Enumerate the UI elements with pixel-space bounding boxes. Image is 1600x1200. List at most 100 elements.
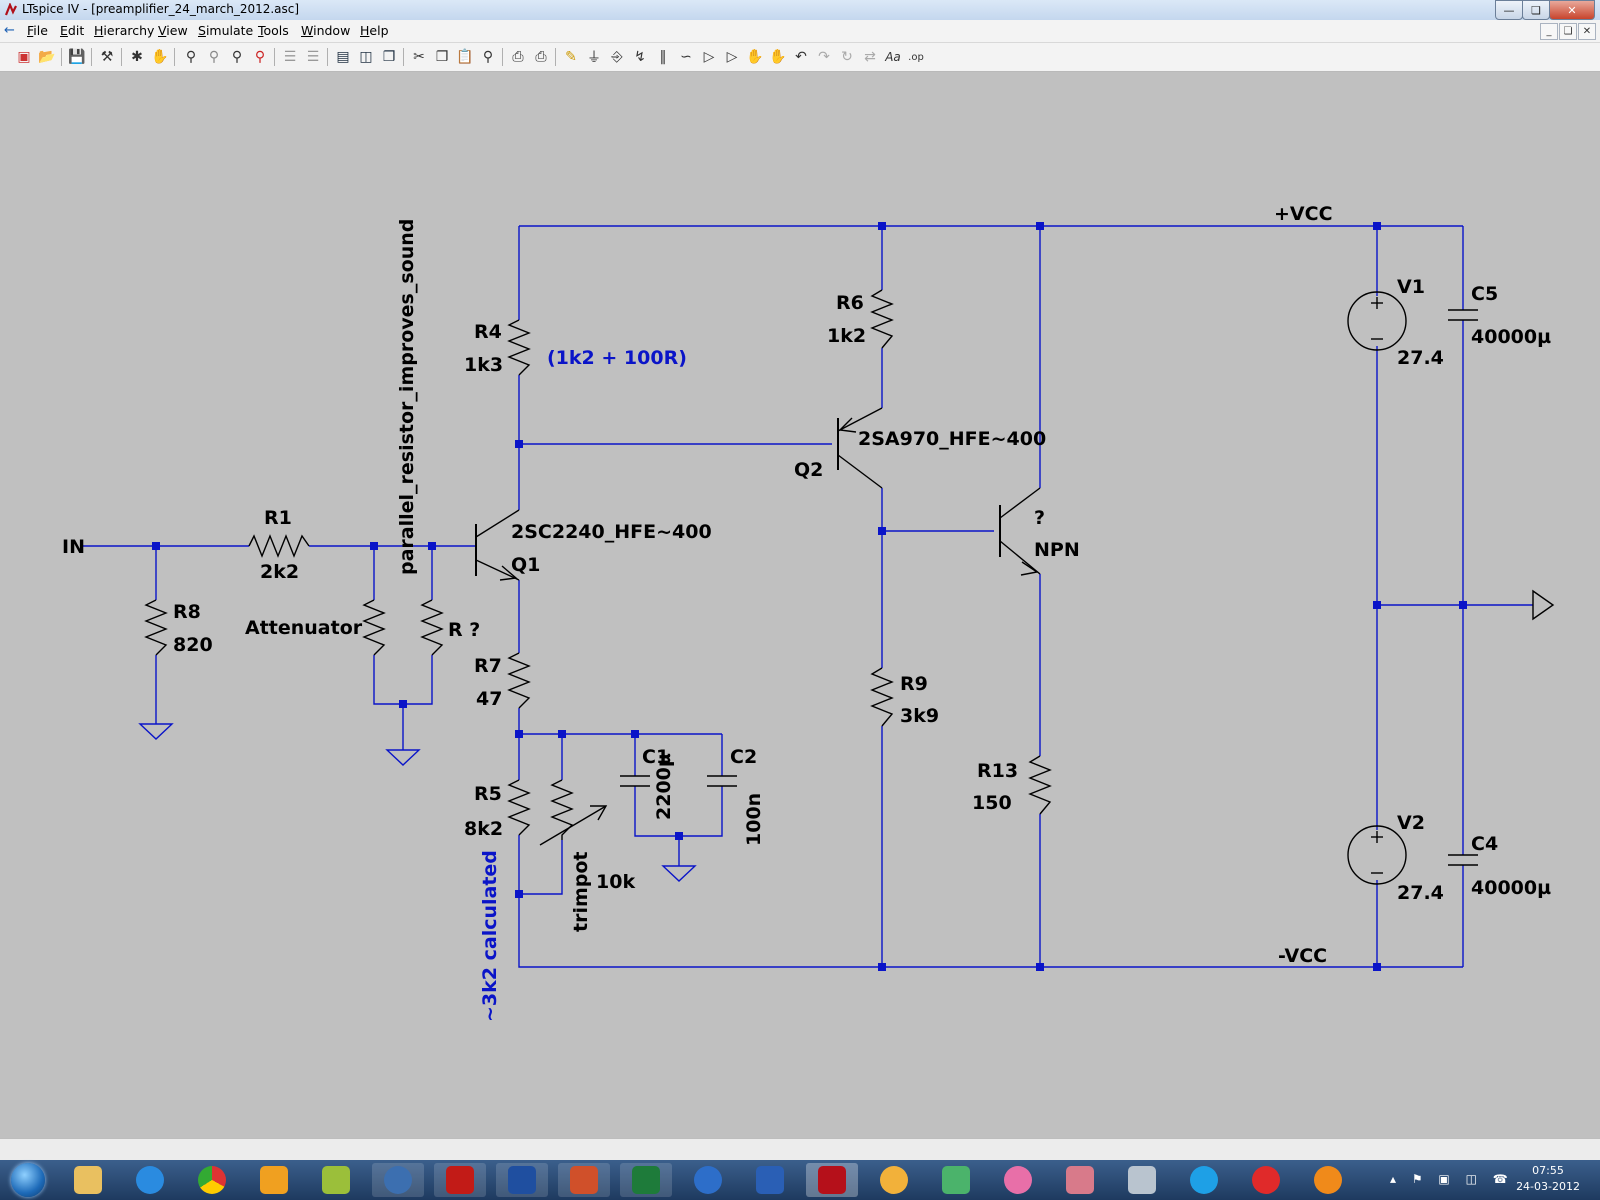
autorange-icon[interactable]: ☰ (306, 49, 320, 65)
explorer-icon[interactable] (62, 1163, 114, 1197)
control-panel-icon[interactable]: ⚒ (100, 49, 114, 65)
orange-app-icon[interactable] (1302, 1163, 1354, 1197)
menu-simulate[interactable]: Simulate (198, 23, 254, 38)
component-icon[interactable]: ▷ (726, 49, 738, 65)
menu-app-icon[interactable]: ← (4, 23, 15, 38)
open-icon[interactable]: 📂 (38, 49, 56, 65)
powerpoint-icon[interactable] (558, 1163, 610, 1197)
clock[interactable]: 07:55 24-03-2012 (1516, 1163, 1580, 1195)
zoom-out-icon[interactable]: ⚲ (231, 49, 243, 65)
attenuator-resistor (362, 599, 386, 656)
r8-value: 820 (173, 634, 213, 656)
excel-icon[interactable] (620, 1163, 672, 1197)
calculator-icon[interactable] (1116, 1163, 1168, 1197)
c2-name: C2 (730, 746, 757, 768)
skype-icon[interactable] (1178, 1163, 1230, 1197)
tile-vertical-icon[interactable]: ◫ (359, 49, 373, 65)
autorange-icon[interactable]: ☰ (283, 49, 297, 65)
minimize-button[interactable]: — (1495, 0, 1523, 20)
c5-name: C5 (1471, 283, 1498, 305)
c1-name: C1 (642, 746, 669, 768)
media-player-icon[interactable] (248, 1163, 300, 1197)
r13-resistor (1028, 755, 1052, 815)
pan-icon[interactable]: ⚲ (208, 49, 220, 65)
capacitor-icon[interactable]: ‖ (659, 49, 667, 65)
move-icon[interactable]: ✋ (746, 49, 764, 65)
cascade-icon[interactable]: ❐ (382, 49, 396, 65)
undo-icon[interactable]: ↶ (795, 49, 807, 65)
print-setup-icon[interactable]: ⎙ (512, 49, 524, 65)
copy-icon[interactable]: ❐ (435, 49, 449, 65)
q2-model: 2SA970_HFE~400 (858, 428, 1046, 450)
mdi-minimize-button[interactable]: _ (1540, 23, 1558, 40)
menu-window[interactable]: Window (301, 23, 351, 38)
trimpot-resistor (550, 779, 574, 840)
net-label-vcc-pos: +VCC (1274, 203, 1333, 225)
menu-hierarchy[interactable]: Hierarchy (94, 23, 155, 38)
resistor-icon[interactable]: ↯ (634, 49, 646, 65)
schematic-canvas[interactable]: IN +VCC -VCC R1 2k2 R8 820 Attenuator R … (0, 72, 1600, 1138)
r-unknown-label: R ? (448, 619, 480, 641)
tile-horizontal-icon[interactable]: ▤ (336, 49, 350, 65)
halt-icon[interactable]: ✋ (151, 49, 169, 65)
diode-icon[interactable]: ▷ (703, 49, 715, 65)
print-icon[interactable]: ⎙ (535, 49, 547, 65)
mirror-icon[interactable]: ⇄ (864, 49, 876, 65)
maximize-button[interactable]: ❏ (1522, 0, 1550, 20)
q1-name: Q1 (511, 554, 540, 576)
word-b-icon[interactable] (744, 1163, 796, 1197)
mdi-close-button[interactable]: ✕ (1578, 23, 1596, 40)
drag-icon[interactable]: ✋ (769, 49, 787, 65)
c4-value: 40000µ (1471, 877, 1551, 899)
mdi-restore-button[interactable]: ❏ (1559, 23, 1577, 40)
spice-directive-icon[interactable]: .op (908, 51, 924, 63)
toolbar-separator (274, 48, 275, 66)
ground-icon[interactable]: ⏚ (587, 50, 601, 66)
lotus-app-icon[interactable] (992, 1163, 1044, 1197)
toolbar-separator (555, 48, 556, 66)
c1-value: 2200µ (653, 753, 675, 820)
new-schematic-icon[interactable]: ▣ (17, 49, 31, 65)
paper-app-icon[interactable] (1054, 1163, 1106, 1197)
clock-time: 07:55 (1532, 1164, 1564, 1177)
text-icon[interactable]: Aa (885, 50, 901, 64)
ltspice-icon[interactable] (806, 1163, 858, 1197)
redo-icon[interactable]: ↷ (818, 49, 830, 65)
menu-help[interactable]: Help (360, 23, 389, 38)
pen-app-icon[interactable] (930, 1163, 982, 1197)
heart-monitor-icon[interactable] (1240, 1163, 1292, 1197)
menu-edit[interactable]: Edit (60, 23, 85, 38)
label-net-icon[interactable]: ⎆ (611, 49, 623, 65)
chrome-icon[interactable] (186, 1163, 238, 1197)
toolbar-separator (61, 48, 62, 66)
app-green-icon[interactable] (310, 1163, 362, 1197)
acrobat-icon[interactable] (434, 1163, 486, 1197)
inductor-icon[interactable]: ∽ (680, 49, 692, 65)
r5-name: R5 (474, 783, 502, 805)
tray-icons[interactable]: ▴ ⚑ ▣ ◫ ☎ (1390, 1172, 1514, 1186)
c4-name: C4 (1471, 833, 1498, 855)
menu-tools[interactable]: Tools (258, 23, 289, 38)
google-earth-icon[interactable] (682, 1163, 734, 1197)
run-icon[interactable]: ✱ (131, 49, 143, 65)
rotate-icon[interactable]: ↻ (841, 49, 853, 65)
r6-value: 1k2 (827, 325, 866, 347)
zoom-in-icon[interactable]: ⚲ (185, 49, 197, 65)
start-button[interactable] (2, 1161, 54, 1199)
r4-note: (1k2 + 100R) (547, 347, 687, 369)
find-icon[interactable]: ⚲ (482, 49, 494, 65)
toolbar-separator (121, 48, 122, 66)
menu-file[interactable]: File (27, 23, 48, 38)
flower-app-icon[interactable] (868, 1163, 920, 1197)
internet-explorer-icon[interactable] (124, 1163, 176, 1197)
menu-view[interactable]: View (158, 23, 188, 38)
wire-icon[interactable]: ✎ (565, 49, 577, 65)
save-icon[interactable]: 💾 (68, 49, 86, 65)
thunderbird-icon[interactable] (372, 1163, 424, 1197)
word-icon[interactable] (496, 1163, 548, 1197)
schematic-drawing: IN +VCC -VCC R1 2k2 R8 820 Attenuator R … (62, 203, 1555, 1022)
paste-icon[interactable]: 📋 (456, 49, 474, 65)
cut-icon[interactable]: ✂ (413, 49, 425, 65)
zoom-cancel-icon[interactable]: ⚲ (254, 49, 266, 65)
close-button[interactable]: ✕ (1549, 0, 1595, 20)
